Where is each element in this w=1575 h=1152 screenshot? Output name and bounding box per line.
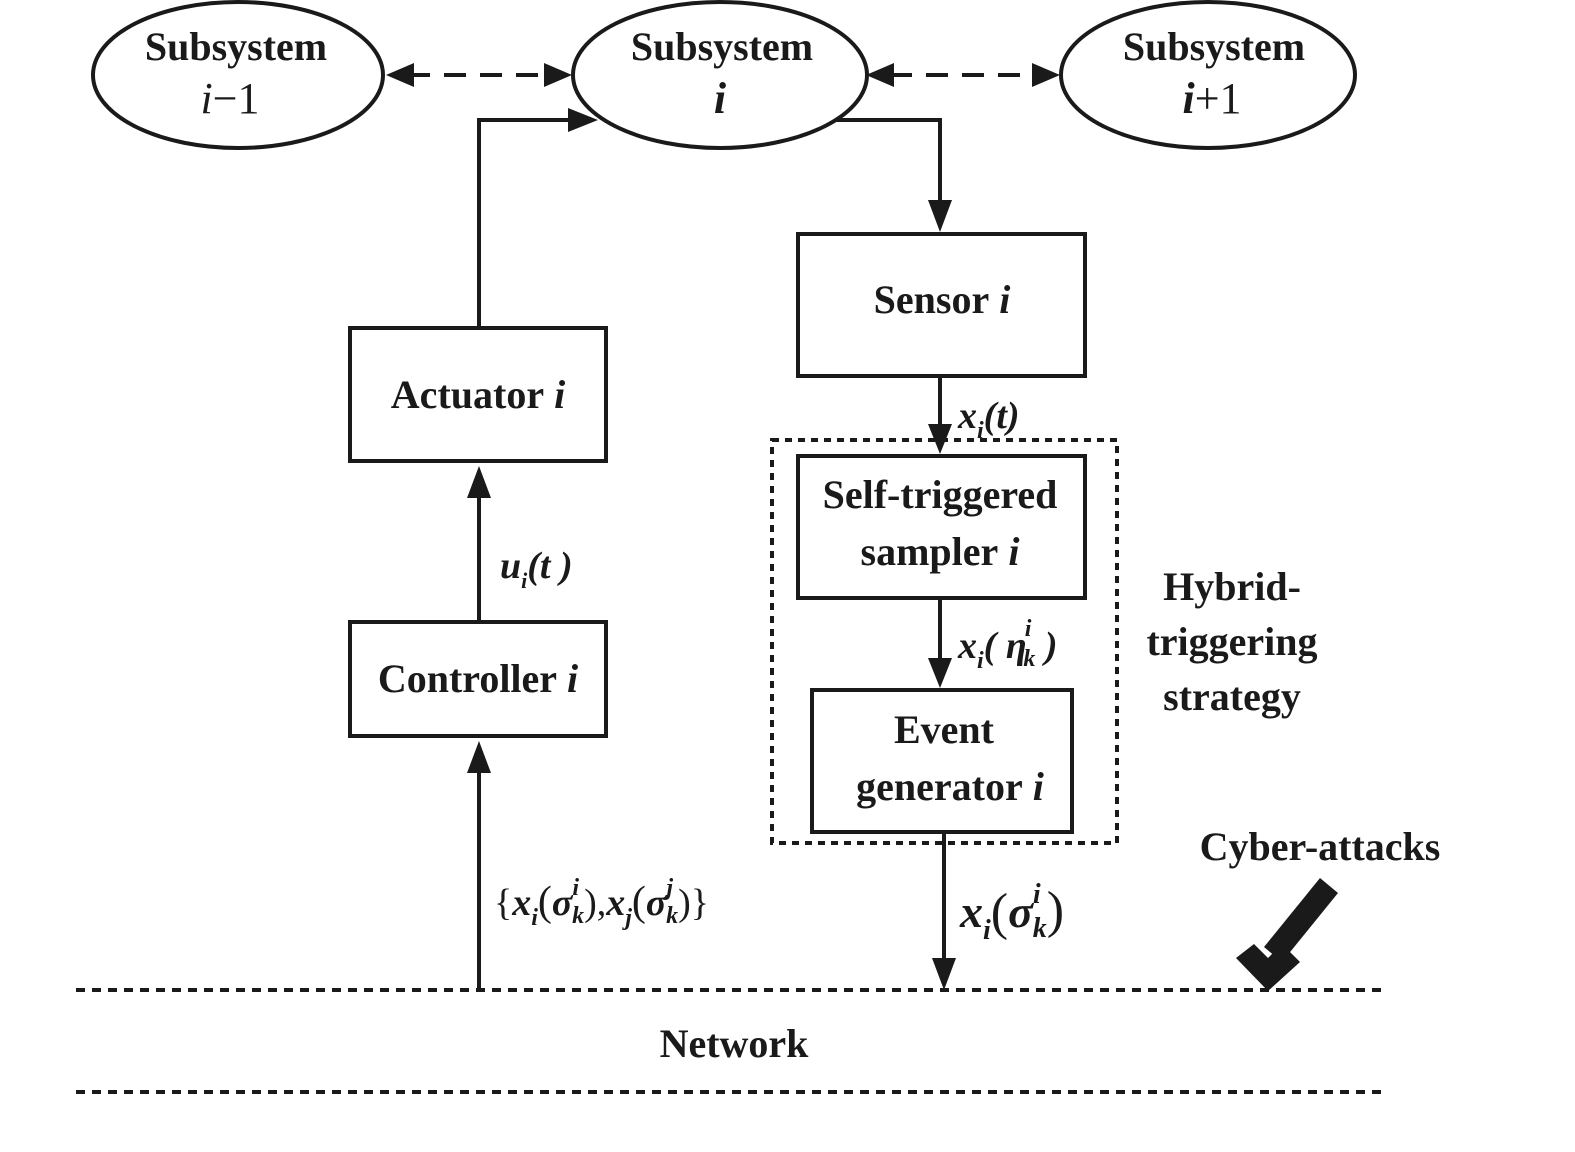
- subsystem-current-title: Subsystem: [631, 24, 813, 69]
- sensor-to-sampler-arrow: [928, 376, 952, 454]
- sampler-to-event-arrow: [928, 598, 952, 688]
- network-to-controller-arrow: [467, 741, 491, 990]
- actuator-to-subsystem-arrow: [477, 108, 598, 328]
- subsystem-prev-title: Subsystem: [145, 24, 327, 69]
- event-generator-label-line2: generator i: [856, 764, 1044, 809]
- network-label: Network: [660, 1021, 810, 1066]
- actuator-block: Actuator i: [348, 326, 608, 463]
- hybrid-label-line1: Hybrid-: [1163, 564, 1301, 609]
- hybrid-label-line2: triggering: [1146, 619, 1317, 664]
- controller-block: Controller i: [348, 620, 608, 738]
- subsystem-next-index: i+1: [1182, 74, 1241, 123]
- controller-label: Controller i: [378, 656, 578, 701]
- attack-arrow-icon: [1236, 878, 1338, 991]
- event-to-network-arrow: [932, 832, 956, 990]
- sampler-label-line2: sampler i: [861, 529, 1020, 574]
- hybrid-label-line3: strategy: [1163, 674, 1301, 719]
- hybrid-triggering-region: [770, 438, 1119, 845]
- sampler-block: Self-triggered sampler i: [796, 454, 1087, 600]
- sensor-block: Sensor i: [796, 232, 1087, 378]
- event-generator-label-line1: Event: [894, 707, 995, 752]
- subsystem-current-index: i: [714, 74, 727, 123]
- coupling-link-right: [866, 63, 1060, 87]
- controller-to-actuator-arrow: [467, 466, 491, 622]
- signal-control: ui(t ): [500, 545, 573, 593]
- subsystem-next: Subsystem i+1: [1059, 0, 1357, 150]
- sensor-label: Sensor i: [874, 277, 1011, 322]
- subsystem-to-sensor-arrow: [836, 118, 952, 232]
- sampler-label-line1: Self-triggered: [823, 472, 1058, 517]
- event-generator-block: Event generator i: [810, 688, 1074, 834]
- subsystem-prev: Subsystem i−1: [91, 0, 385, 150]
- hybrid-strategy-label: Hybrid- triggering strategy: [1146, 564, 1317, 719]
- actuator-label: Actuator i: [391, 372, 565, 417]
- subsystem-prev-index: i−1: [200, 74, 259, 123]
- signal-sensor-output: xi(t): [957, 395, 1020, 444]
- cyber-attacks-label: Cyber-attacks: [1200, 824, 1441, 869]
- subsystem-next-title: Subsystem: [1123, 24, 1305, 69]
- subsystem-current: Subsystem i: [571, 0, 869, 150]
- coupling-link-left: [386, 63, 572, 87]
